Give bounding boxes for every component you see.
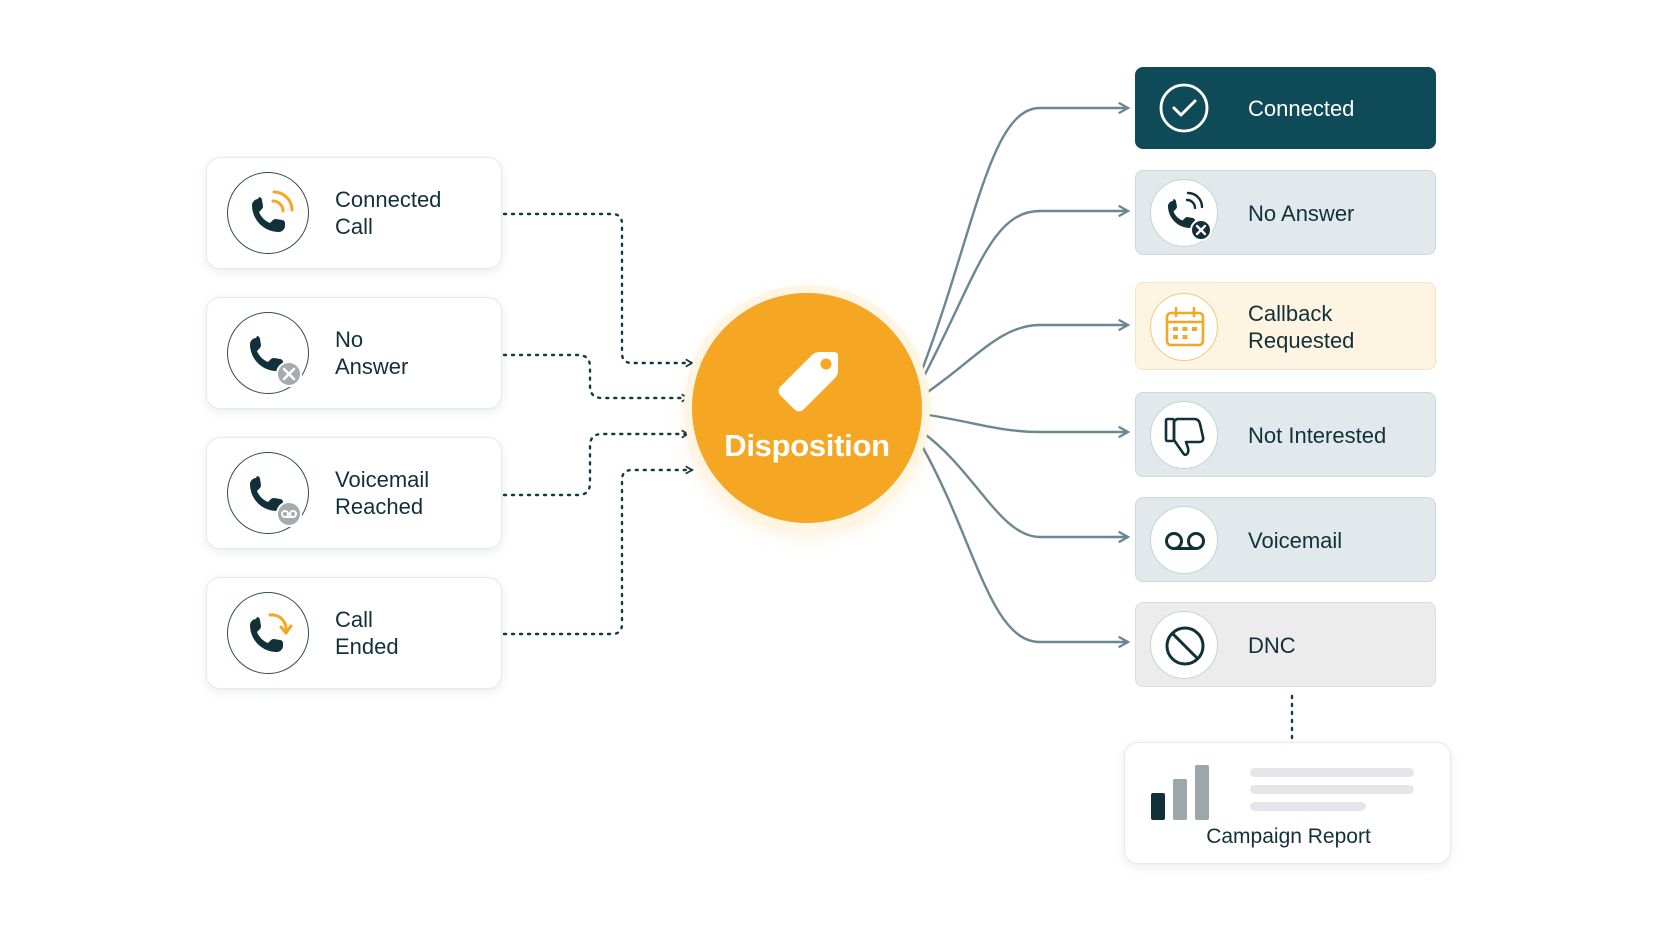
voicemail-icon <box>1150 506 1218 574</box>
outcome-card-callback-requested[interactable]: Callback Requested <box>1135 282 1436 370</box>
campaign-report-card[interactable]: Campaign Report <box>1124 742 1451 864</box>
connector-out-dnc <box>920 445 1128 642</box>
connector-out-voicemail <box>921 431 1128 537</box>
report-label: Campaign Report <box>1206 825 1371 848</box>
bar-chart-icon <box>1151 765 1209 820</box>
source-label: Connected Call <box>335 187 442 239</box>
connector-voicemail-reached <box>502 434 688 497</box>
source-card-no-answer[interactable]: No Answer <box>206 297 502 409</box>
source-card-call-ended[interactable]: Call Ended <box>206 577 502 689</box>
source-label: Call Ended <box>335 607 399 659</box>
connector-connected-call <box>502 212 692 363</box>
connector-out-callback <box>921 325 1128 397</box>
outcome-label: Not Interested <box>1248 423 1387 448</box>
source-card-connected-call[interactable]: Connected Call <box>206 157 502 269</box>
connector-out-connected <box>920 108 1128 371</box>
outcome-label: Callback Requested <box>1248 301 1355 353</box>
report-text-line <box>1250 768 1414 777</box>
connector-out-no-answer <box>920 211 1128 381</box>
source-card-voicemail-reached[interactable]: Voicemail Reached <box>206 437 502 549</box>
phone-ringing-icon <box>227 172 309 254</box>
phone-x-icon <box>1150 179 1218 247</box>
outcome-label: DNC <box>1248 633 1296 658</box>
outcome-card-connected[interactable]: Connected <box>1135 67 1436 149</box>
prohibited-icon <box>1150 611 1218 679</box>
source-label: No Answer <box>335 327 409 379</box>
connector-no-answer <box>502 353 688 398</box>
outcome-label: No Answer <box>1248 201 1355 226</box>
check-circle-icon <box>1150 74 1218 142</box>
phone-x-icon <box>227 312 309 394</box>
report-text-line <box>1250 785 1414 794</box>
source-label: Voicemail Reached <box>335 467 430 519</box>
thumbs-down-icon <box>1150 401 1218 469</box>
outcome-card-no-answer[interactable]: No Answer <box>1135 170 1436 255</box>
outcome-card-not-interested[interactable]: Not Interested <box>1135 392 1436 477</box>
connector-call-ended <box>502 470 692 636</box>
disposition-hub[interactable]: Disposition <box>692 293 922 523</box>
outcome-label: Voicemail <box>1248 528 1343 553</box>
outcome-card-dnc[interactable]: DNC <box>1135 602 1436 687</box>
calendar-icon <box>1150 293 1218 361</box>
connector-out-not-interested <box>921 412 1128 432</box>
outcome-label: Connected <box>1248 96 1355 121</box>
phone-ended-icon <box>227 592 309 674</box>
report-text-line <box>1250 802 1366 811</box>
hub-label: Disposition <box>724 428 890 463</box>
phone-voicemail-icon <box>227 452 309 534</box>
outcome-card-voicemail[interactable]: Voicemail <box>1135 497 1436 582</box>
tag-icon <box>778 352 838 412</box>
